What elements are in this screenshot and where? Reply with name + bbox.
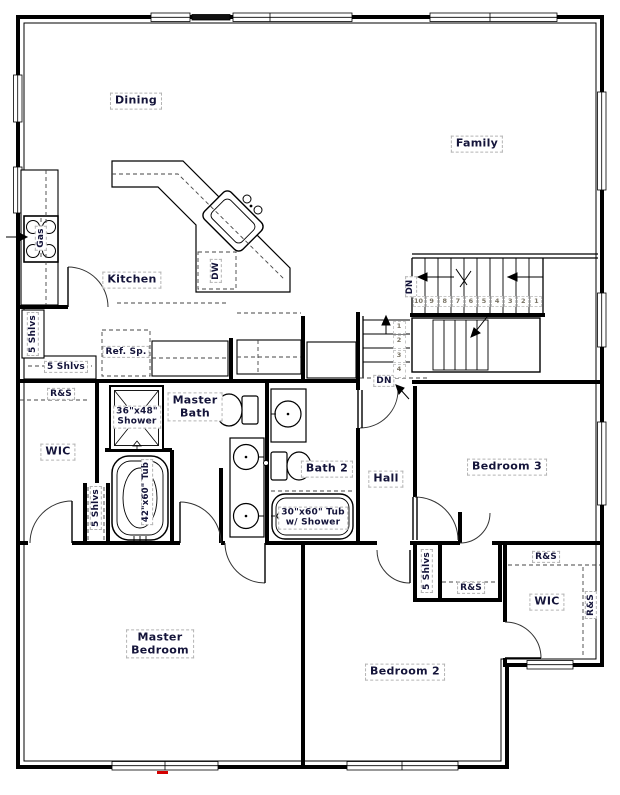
step-number: 1 — [530, 295, 543, 307]
stairs-upper-step-numbers: 10 9 8 7 6 5 4 3 2 1 — [412, 295, 543, 307]
bath2-tub-line1: 30"x60" Tub — [281, 507, 345, 518]
step-number: 5 — [477, 295, 491, 307]
doors — [29, 266, 542, 659]
egress-marker — [157, 771, 168, 774]
wic2-rs-top-label: R&S — [532, 550, 560, 564]
room-label-dining: Dining — [109, 92, 163, 110]
master-bath-line2: Bath — [179, 406, 211, 419]
room-label-bedroom2-wic: WIC — [529, 593, 565, 611]
exterior-walls — [16, 15, 604, 769]
master-toilet-icon — [215, 393, 259, 427]
step-number: 4 — [491, 295, 504, 307]
room-label-bedroom2: Bedroom 2 — [365, 663, 445, 681]
step-number: 9 — [425, 295, 438, 307]
master-wic-rs-label: R&S — [47, 387, 75, 401]
room-label-master-wic: WIC — [40, 443, 76, 461]
hall-rs-label: R&S — [457, 581, 485, 595]
room-label-bedroom3: Bedroom 3 — [467, 458, 547, 476]
interior-walls — [18, 305, 602, 767]
hall-linen-label: 5 Shlvs — [420, 549, 434, 593]
gas-range-label: Gas — [34, 225, 48, 251]
stairs-dn-lower-label: DN — [373, 374, 395, 388]
fixtures — [23, 190, 354, 542]
master-bathtub-icon — [111, 455, 169, 542]
stairs-lower-step-numbers: 1 2 3 4 — [392, 320, 406, 378]
kitchen-sink-icon — [202, 190, 264, 252]
bath2-toilet-icon — [270, 451, 312, 481]
master-bedroom-line2: Bedroom — [131, 643, 189, 656]
direction-arrows — [6, 232, 543, 400]
step-number: 2 — [392, 335, 406, 349]
fridge-space-label: Ref. Sp. — [102, 345, 150, 359]
master-linen-label: 5 Shlvs — [89, 486, 103, 530]
room-label-bath2: Bath 2 — [300, 460, 354, 478]
step-number: 7 — [451, 295, 464, 307]
step-number: 6 — [464, 295, 477, 307]
kitchen-cabinets — [20, 160, 357, 380]
room-label-hall: Hall — [368, 470, 404, 488]
pantry-wide-label: 5 Shlvs — [44, 360, 88, 374]
windows — [13, 12, 607, 771]
bath2-tub-line2: w/ Shower — [285, 518, 341, 528]
master-bath-line1: Master — [172, 393, 218, 407]
step-number: 2 — [517, 295, 530, 307]
master-tub-label: 42"x60" Tub — [141, 458, 153, 526]
step-number: 3 — [504, 295, 517, 307]
bath2-sink-icon — [270, 388, 307, 443]
step-number: 8 — [438, 295, 451, 307]
shower-size-line1: 36"x48" — [116, 406, 158, 417]
step-number: 4 — [392, 364, 406, 378]
dishwasher-label: DW — [209, 259, 223, 283]
room-label-kitchen: Kitchen — [102, 271, 162, 289]
pantry-tall-label: 5 Shlvs — [26, 312, 40, 356]
master-bedroom-line1: Master — [137, 630, 183, 644]
dashed-lines — [20, 170, 600, 658]
room-label-family: Family — [450, 135, 504, 153]
shower-size-label: 36"x48"Shower — [113, 405, 161, 429]
shower-size-line2: Shower — [117, 417, 157, 427]
step-number: 10 — [412, 295, 425, 307]
master-vanity-sinks-icon — [229, 437, 269, 538]
wic2-rs-side-label: R&S — [584, 591, 598, 619]
step-number: 1 — [392, 320, 406, 334]
step-number: 3 — [392, 349, 406, 363]
